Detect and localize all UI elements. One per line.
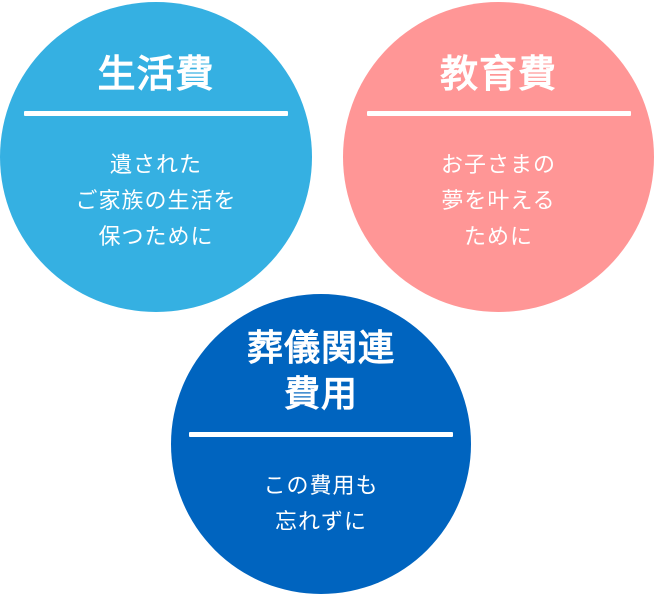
funeral-expenses-circle: 葬儀関連 費用 この費用も 忘れずに (171, 294, 471, 594)
living-expenses-title: 生活費 (97, 52, 215, 96)
living-expenses-circle: 生活費 遺された ご家族の生活を 保つために (0, 2, 312, 312)
divider (366, 111, 631, 116)
education-expenses-circle: 教育費 お子さまの 夢を叶える ために (343, 2, 654, 312)
education-expenses-description: お子さまの 夢を叶える ために (440, 153, 556, 250)
funeral-expenses-title: 葬儀関連 費用 (246, 328, 395, 415)
funeral-expenses-description: この費用も 忘れずに (263, 474, 379, 535)
divider (189, 432, 453, 437)
education-expenses-title: 教育費 (439, 52, 557, 96)
living-expenses-description: 遺された ご家族の生活を 保つために (75, 153, 237, 250)
divider (24, 111, 288, 116)
